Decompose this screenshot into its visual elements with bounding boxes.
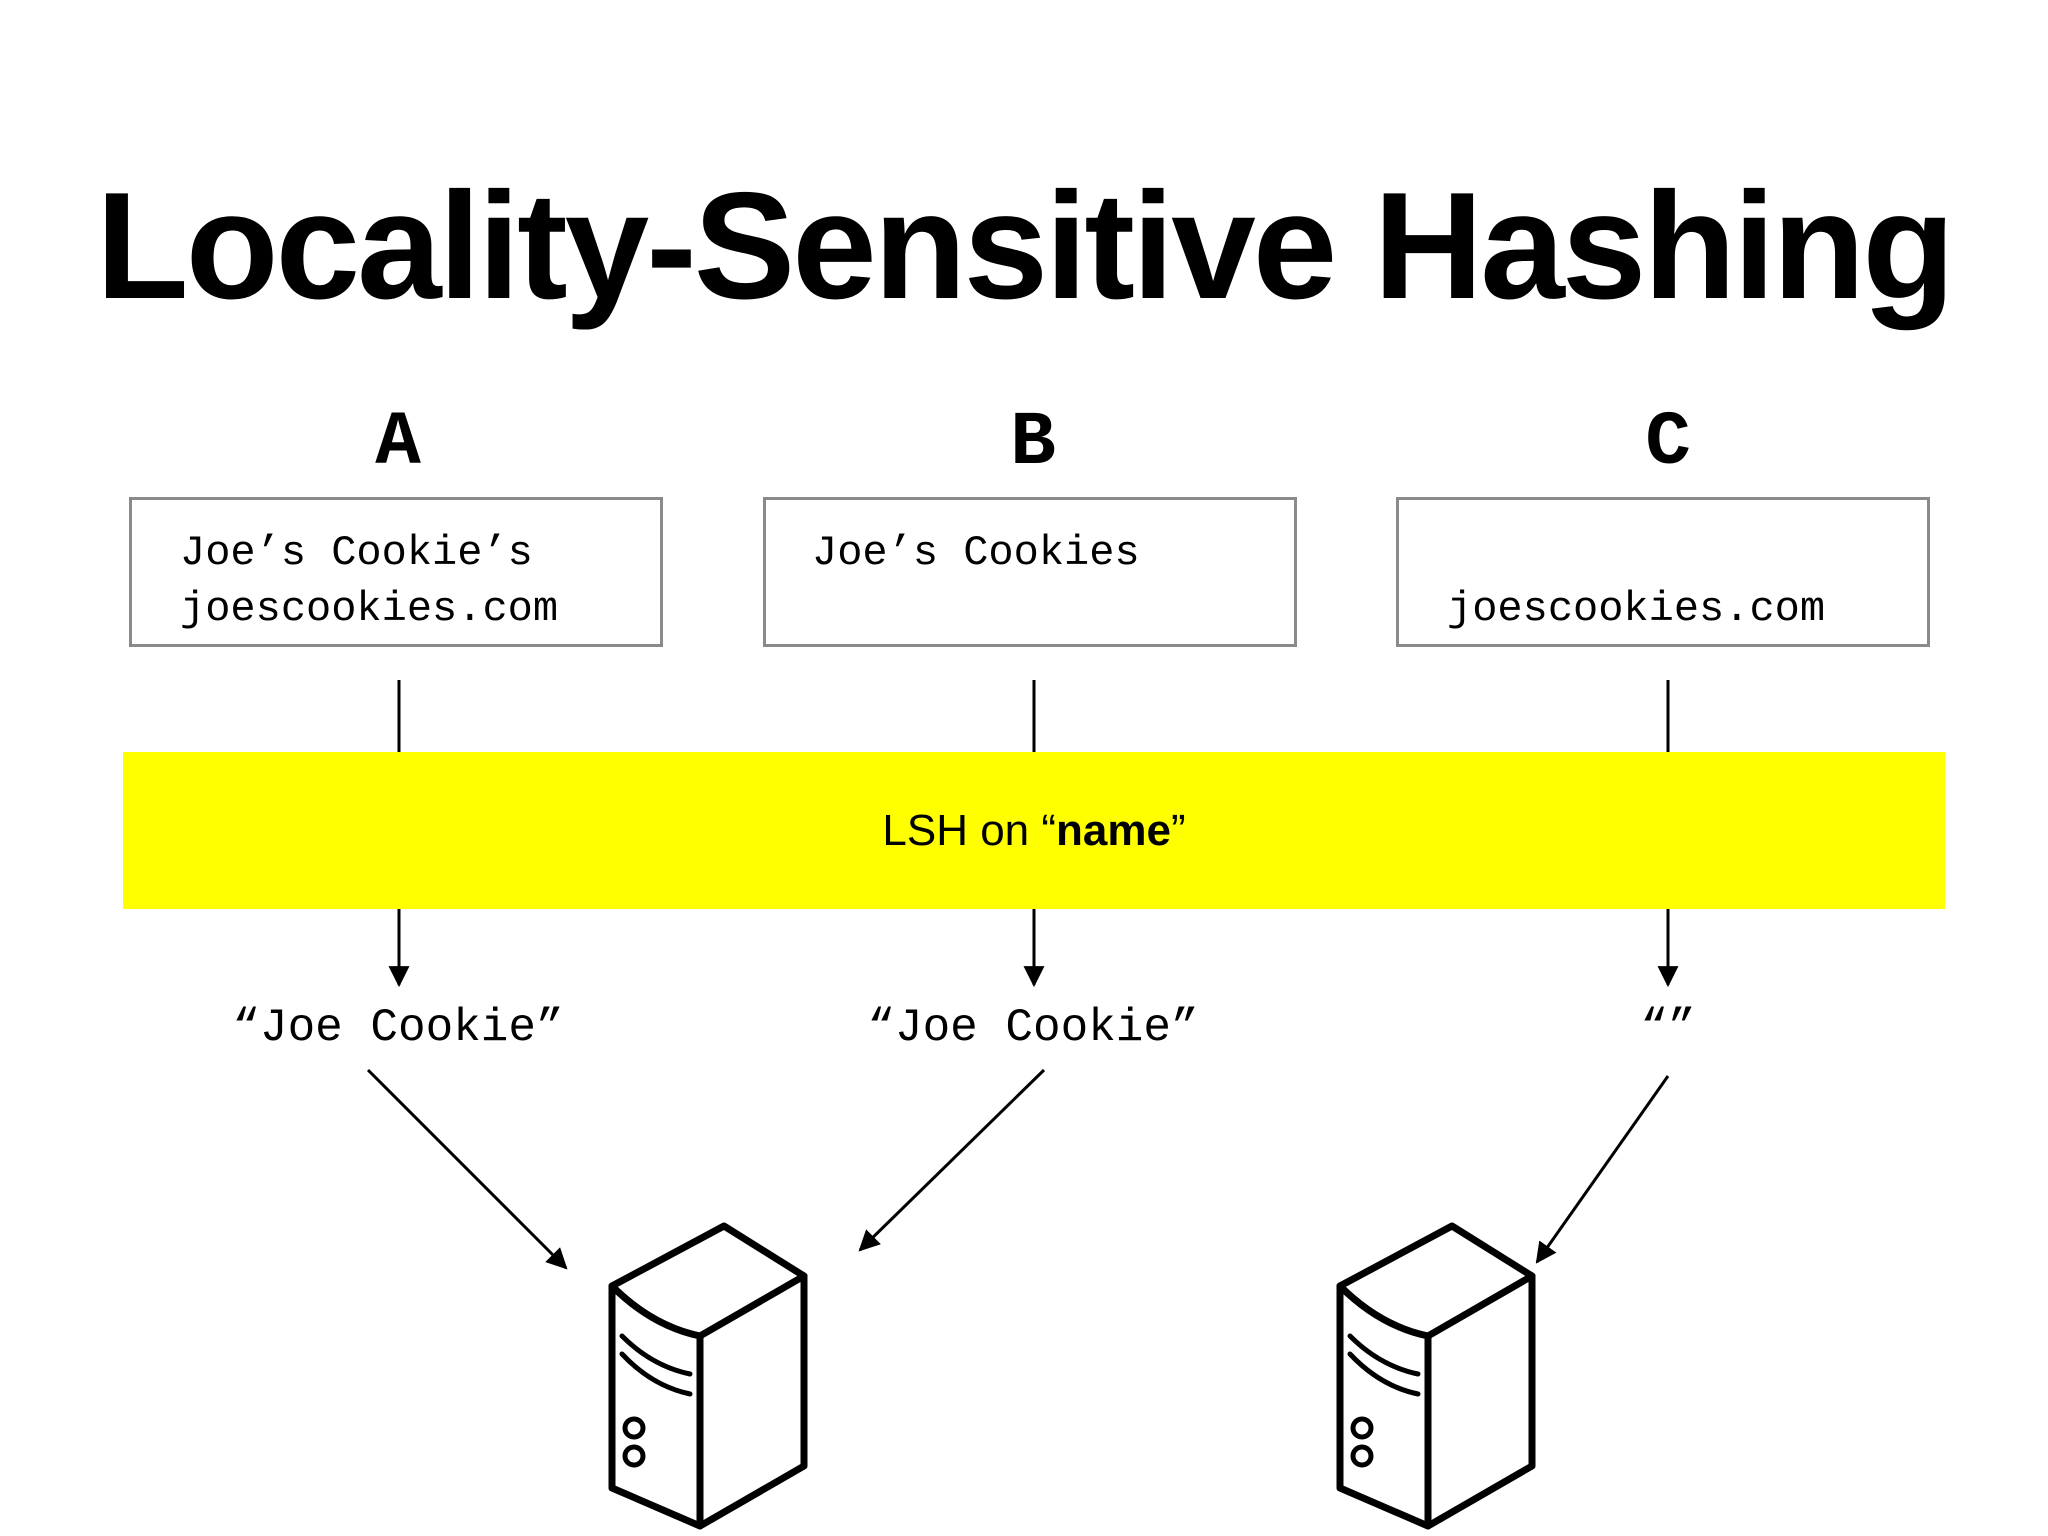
column-label-a: A [375,400,421,486]
lsh-band: LSH on “name” [123,752,1945,909]
lsh-label-prefix: LSH on “ [882,806,1057,855]
arrow-b-to-server [858,1068,1046,1252]
lsh-label: LSH on “name” [123,809,1945,853]
arrow-a-to-server [366,1068,568,1270]
slide-title: Locality-Sensitive Hashing [95,161,1955,331]
record-box-b: Joe’s Cookies [763,497,1297,647]
column-label-c: C [1645,400,1691,486]
server-icon [608,1222,808,1530]
column-label-b: B [1010,400,1056,486]
arrow-c-to-server [1535,1075,1670,1264]
lsh-label-field: name [1056,806,1171,855]
server-icon [1336,1222,1536,1530]
record-a-line-1: Joe’s Cookie’s [180,529,533,577]
record-a-line-2: joescookies.com [180,585,559,633]
record-b-line-1: Joe’s Cookies [812,529,1140,577]
lsh-label-suffix: ” [1170,806,1186,855]
hash-output-c: “” [1640,1002,1696,1054]
record-box-c: joescookies.com [1396,497,1930,647]
hash-output-a: “Joe Cookie” [232,1002,564,1054]
record-c-line-2: joescookies.com [1447,585,1826,633]
record-box-a: Joe’s Cookie’s joescookies.com [129,497,663,647]
hash-output-b: “Joe Cookie” [867,1002,1199,1054]
